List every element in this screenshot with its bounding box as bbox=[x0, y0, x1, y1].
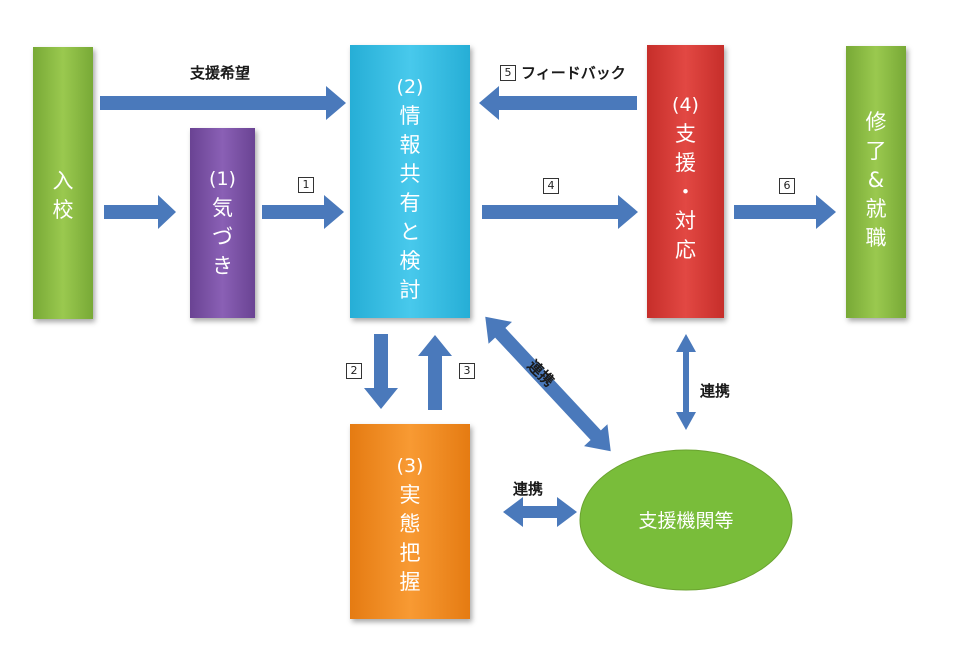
notice-number: (1) bbox=[209, 168, 236, 190]
node-share: (2) 情 報 共 有 と 検 討 bbox=[350, 45, 470, 318]
step-2-badge: 2 bbox=[346, 363, 362, 379]
support-char-3: ・ bbox=[675, 180, 696, 204]
arrow-request bbox=[100, 86, 346, 120]
share-char-5: と bbox=[399, 220, 421, 244]
step-6-badge: 6 bbox=[779, 178, 795, 194]
finish-char-5: 職 bbox=[865, 226, 887, 250]
finish-char-4: 就 bbox=[865, 197, 887, 221]
step-1-badge: 1 bbox=[298, 177, 314, 193]
arrow-step3 bbox=[418, 335, 452, 410]
arrow-link-grasp-agency bbox=[503, 497, 577, 527]
notice-char-2: づ bbox=[212, 225, 233, 249]
share-char-1: 情 bbox=[399, 104, 421, 128]
support-char-2: 援 bbox=[675, 151, 696, 175]
share-char-4: 有 bbox=[399, 191, 421, 215]
grasp-char-3: 把 bbox=[399, 541, 421, 565]
grasp-number: (3) bbox=[396, 455, 424, 477]
arrow-link-share-agency bbox=[485, 316, 611, 452]
support-char-4: 対 bbox=[675, 209, 696, 233]
grasp-char-1: 実 bbox=[399, 483, 421, 507]
share-char-7: 討 bbox=[399, 278, 421, 302]
node-entry: 入 校 bbox=[33, 47, 93, 319]
link-label-support-agency: 連携 bbox=[700, 382, 731, 400]
node-grasp: (3) 実 態 把 握 bbox=[350, 424, 470, 619]
grasp-char-4: 握 bbox=[399, 570, 421, 594]
agencies-ellipse bbox=[579, 449, 793, 591]
request-label: 支援希望 bbox=[190, 64, 251, 82]
feedback-label: フィードバック bbox=[521, 64, 626, 82]
agencies-label-wrap: 支援機関等 bbox=[580, 506, 792, 536]
step-4-badge: 4 bbox=[543, 178, 559, 194]
entry-char-2: 校 bbox=[52, 198, 74, 222]
entry-char-1: 入 bbox=[52, 169, 74, 193]
finish-char-1: 修 bbox=[865, 110, 887, 134]
share-number: (2) bbox=[396, 76, 424, 98]
support-char-5: 応 bbox=[675, 238, 696, 262]
arrow-step2 bbox=[364, 334, 398, 409]
share-char-3: 共 bbox=[399, 162, 421, 186]
link-label-grasp-agency: 連携 bbox=[513, 480, 544, 498]
node-finish: 修 了 & 就 職 bbox=[846, 46, 906, 318]
agencies-label: 支援機関等 bbox=[638, 510, 734, 532]
node-support: (4) 支 援 ・ 対 応 bbox=[647, 45, 724, 318]
arrow-step1 bbox=[262, 195, 344, 229]
arrow-step4 bbox=[482, 195, 638, 229]
step-3-badge: 3 bbox=[459, 363, 475, 379]
share-char-6: 検 bbox=[399, 249, 421, 273]
support-number: (4) bbox=[672, 94, 699, 116]
notice-char-3: き bbox=[212, 254, 233, 278]
arrow-entry-notice bbox=[104, 195, 176, 229]
step-5-badge: 5 bbox=[500, 65, 516, 81]
finish-char-3: & bbox=[867, 168, 885, 192]
share-char-2: 報 bbox=[399, 133, 421, 157]
grasp-char-2: 態 bbox=[399, 512, 421, 536]
arrow-step6 bbox=[734, 195, 836, 229]
arrow-link-support-agency bbox=[676, 334, 696, 430]
notice-char-1: 気 bbox=[212, 196, 233, 220]
arrow-feedback bbox=[479, 86, 637, 120]
finish-char-2: 了 bbox=[865, 139, 887, 163]
node-notice: (1) 気 づ き bbox=[190, 128, 255, 318]
support-char-1: 支 bbox=[675, 122, 696, 146]
